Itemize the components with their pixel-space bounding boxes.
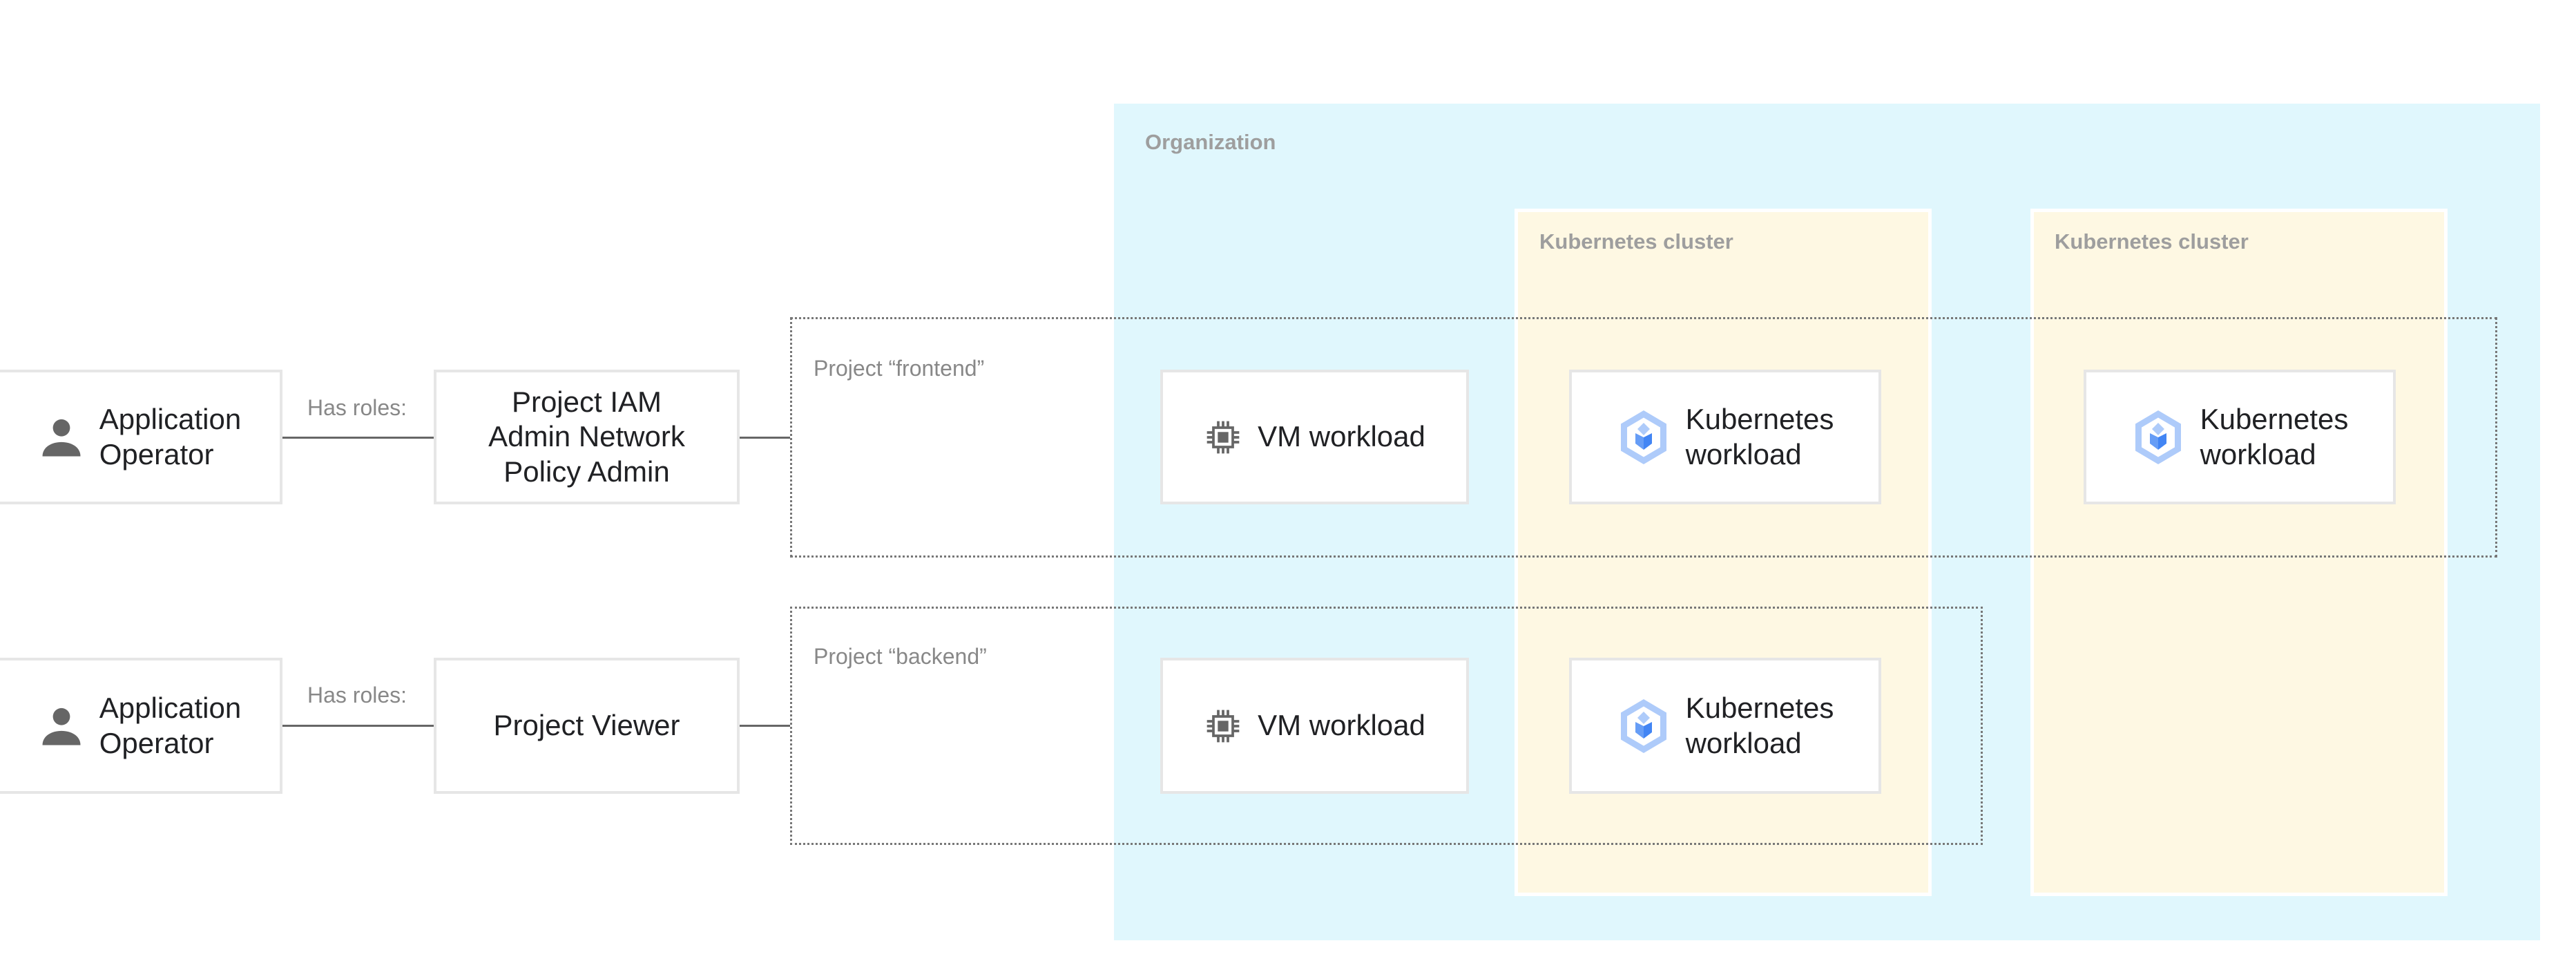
chip-icon [1204,418,1242,457]
person-icon [39,415,84,460]
operator-name-line2: Operator [99,726,214,759]
workload-label: workload [1685,726,1802,759]
workload-label: Kubernetes [1685,692,1834,725]
role-line: Admin Network [488,420,685,453]
connector-line [282,437,434,439]
workload-label: workload [2200,437,2316,470]
connector-line [740,437,790,439]
role-line: Project IAM [511,385,662,418]
kubernetes-engine-icon [1617,408,1671,466]
project-frontend-label: Project “frontend” [814,356,985,381]
vm-workload-backend: VM workload [1160,658,1469,794]
has-roles-label: Has roles: [307,683,407,707]
project-backend-label: Project “backend” [814,644,987,669]
chip-icon [1204,707,1242,745]
person-icon [39,703,84,749]
connector-line [282,725,434,727]
workload-label: VM workload [1258,420,1425,453]
workload-label: workload [1685,437,1802,470]
has-roles-label: Has roles: [307,395,407,420]
cluster-2-label: Kubernetes cluster [2055,229,2249,254]
connector-line [740,725,790,727]
operator-name-line1: Application [99,692,242,725]
operator-name-line1: Application [99,403,242,436]
cluster-1-label: Kubernetes cluster [1539,229,1733,254]
kubernetes-engine-icon [2131,408,2185,466]
vm-workload-frontend: VM workload [1160,370,1469,504]
role-box-2: Project Viewer [434,658,740,794]
workload-label: VM workload [1258,709,1425,742]
project-backend [790,607,1983,845]
workload-label: Kubernetes [2200,403,2349,436]
kubernetes-cluster-2 [2030,209,2448,896]
organization-label: Organization [1145,130,1276,154]
role-line: Policy Admin [503,455,670,488]
operator-name-line2: Operator [99,437,214,470]
workload-label: Kubernetes [1685,403,1834,436]
kubernetes-engine-icon [1617,697,1671,755]
project-frontend [790,317,2497,558]
